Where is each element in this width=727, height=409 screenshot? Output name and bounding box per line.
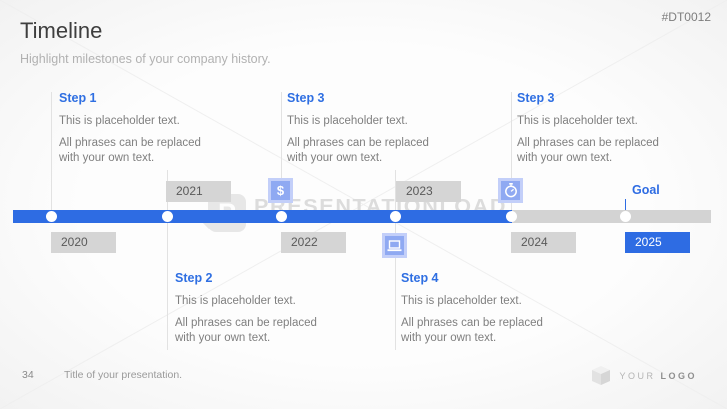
- connector-line-step1: [51, 92, 52, 210]
- page-subtitle: Highlight milestones of your company his…: [20, 52, 271, 66]
- step-1-block: Step 1 This is placeholder text. All phr…: [59, 91, 214, 173]
- timeline-marker-2021: [162, 211, 173, 222]
- step-2-block: Step 2 This is placeholder text. All phr…: [175, 271, 330, 353]
- year-box-2022: 2022: [281, 232, 346, 253]
- connector-line-step3: [281, 92, 282, 210]
- stopwatch-glyph: [504, 183, 517, 198]
- your-logo-text: YOUR LOGO: [619, 371, 697, 381]
- step-4-block: Step 4 This is placeholder text. All phr…: [401, 271, 556, 353]
- timeline-marker-2024: [506, 211, 517, 222]
- logo-word-logo: LOGO: [660, 370, 697, 381]
- template-code: #DT0012: [661, 10, 711, 24]
- timeline-marker-2023: [390, 211, 401, 222]
- page-title: Timeline: [20, 18, 103, 43]
- footer-presentation-title: Title of your presentation.: [64, 369, 183, 381]
- step-3b-label: Step 3: [517, 91, 555, 105]
- step-2-text-2: All phrases can be replaced with your ow…: [175, 316, 317, 345]
- step-1-label: Step 1: [59, 91, 97, 105]
- step-3-label: Step 3: [287, 91, 325, 105]
- timeline-marker-2022: [276, 211, 287, 222]
- timeline-bar: [13, 210, 711, 223]
- laptop-glyph: [387, 239, 402, 251]
- step-3b-block: Step 3 This is placeholder text. All phr…: [517, 91, 672, 173]
- connector-line-step5: [511, 92, 512, 210]
- page-number: 34: [22, 369, 34, 381]
- goal-connector-line: [625, 199, 626, 211]
- year-box-2025: 2025: [625, 232, 690, 253]
- step-1-text-2: All phrases can be replaced with your ow…: [59, 136, 201, 165]
- timeline-marker-2020: [46, 211, 57, 222]
- stopwatch-icon: [498, 178, 523, 203]
- timeline-bar-progress: [13, 210, 512, 223]
- year-box-2020: 2020: [51, 232, 116, 253]
- goal-label: Goal: [632, 183, 660, 197]
- step-4-label: Step 4: [401, 271, 439, 285]
- dollar-glyph: $: [276, 183, 285, 198]
- step-3-text-1: This is placeholder text.: [287, 115, 408, 127]
- year-box-2023: 2023: [396, 181, 461, 202]
- step-2-label: Step 2: [175, 271, 213, 285]
- step-4-text-1: This is placeholder text.: [401, 295, 522, 307]
- your-logo: YOUR LOGO: [591, 366, 697, 385]
- dollar-icon: $: [268, 178, 293, 203]
- step-3b-text-2: All phrases can be replaced with your ow…: [517, 136, 659, 165]
- step-2-text-1: This is placeholder text.: [175, 295, 296, 307]
- step-3b-text-1: This is placeholder text.: [517, 115, 638, 127]
- connector-line-step2: [167, 170, 168, 350]
- step-1-text-1: This is placeholder text.: [59, 115, 180, 127]
- timeline-marker-2025: [620, 211, 631, 222]
- step-3-block: Step 3 This is placeholder text. All phr…: [287, 91, 442, 173]
- cube-icon: [592, 366, 611, 385]
- step-3-text-2: All phrases can be replaced with your ow…: [287, 136, 429, 165]
- logo-word-your: YOUR: [619, 370, 656, 381]
- laptop-icon: [382, 233, 407, 258]
- year-box-2024: 2024: [511, 232, 576, 253]
- connector-line-step4: [395, 170, 396, 350]
- step-4-text-2: All phrases can be replaced with your ow…: [401, 316, 543, 345]
- year-box-2021: 2021: [166, 181, 231, 202]
